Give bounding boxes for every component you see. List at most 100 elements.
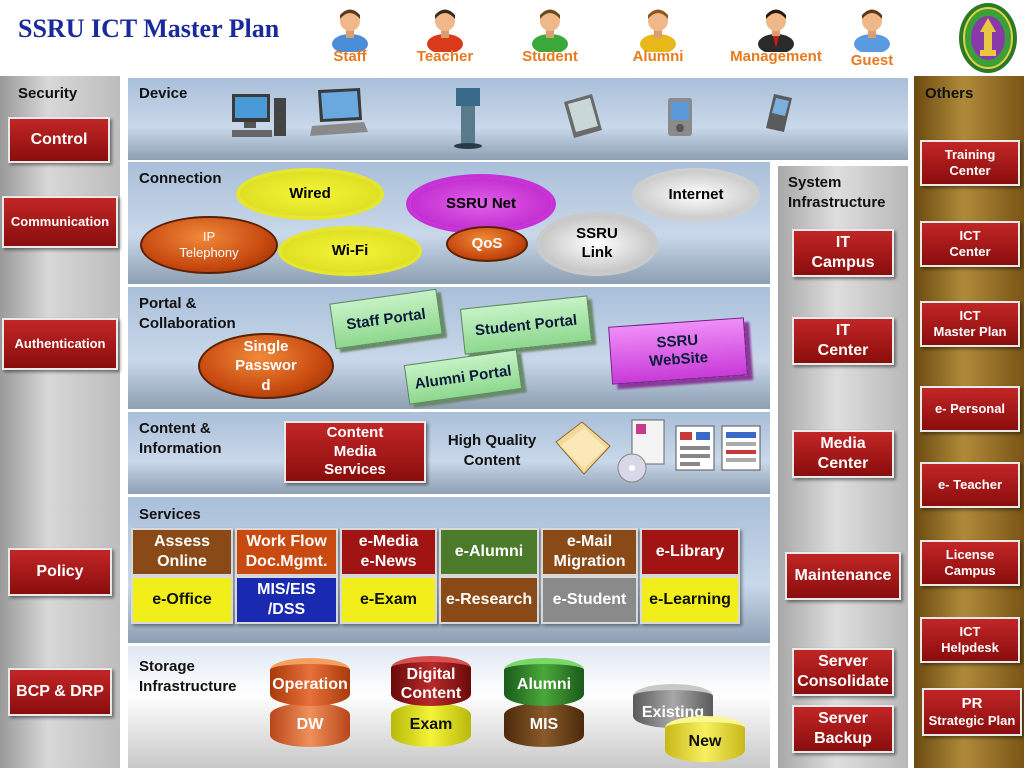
wired-cloud: Wired [240,172,380,216]
item-line: ICT [959,623,981,639]
role-staff: Staff [305,4,395,65]
item-line: Helpdesk [941,640,999,655]
service-line: Migration [553,553,626,570]
cms-line: Services [324,461,386,479]
service-line: /DSS [267,601,306,618]
cyl-line: Content [400,685,462,702]
folder-icon [555,421,611,475]
heading-line: Infrastructure [788,194,886,211]
tablet-icon [564,94,602,138]
alumni-storage: Alumni [504,658,584,706]
dw-storage: DW [270,703,350,747]
oval-line: Passwor [235,357,297,375]
role-alumni: Alumni [613,4,703,65]
heading-line: System [788,174,842,191]
pda-icon [668,98,692,136]
others-heading: Others [925,85,974,102]
service-tile: MIS/EIS/DSS [235,576,338,624]
university-logo [958,2,1018,74]
role-label: Guest [850,52,894,69]
qos-oval: QoS [446,226,528,262]
item-line: Strategic Plan [928,713,1016,729]
service-line: Online [157,553,207,570]
item-line: Consolidate [797,673,889,690]
item-line: Backup [814,730,872,747]
role-management: Management [723,4,829,65]
role-guest: Guest [827,4,917,69]
service-line: Doc.Mgmt. [245,553,328,570]
connection-label: Connection [139,170,222,187]
oval-line: Single [243,337,289,355]
mis-storage: MIS [504,703,584,747]
label-line: Collaboration [139,315,236,332]
cloud-line: SSRU [576,225,618,243]
internet-cloud: Internet [636,172,756,218]
staff-person-icon [332,9,368,52]
service-line: e-Alumni [454,543,524,560]
report-icon [675,425,715,471]
service-line: Work Flow [246,533,327,550]
hq-line: High Quality [447,432,537,449]
service-line: e-News [360,553,417,570]
service-tile: e-Alumni [439,528,539,576]
content-label: Content &Information [139,419,222,459]
item-line: IT [835,322,851,339]
operation-storage: Operation [270,658,350,706]
item-line: Server [818,653,868,670]
portal-label: Portal &Collaboration [139,294,236,334]
e-personal-item: e- Personal [920,386,1020,432]
service-line: e-Research [445,591,533,608]
management-person-icon [758,9,794,52]
service-line: e-Learning [649,591,731,608]
label-line: Content & [139,420,211,437]
oval-line: IP [202,229,216,245]
control-item: Control [8,117,110,163]
e-teacher-item: e- Teacher [920,462,1020,508]
policy-item: Policy [8,548,112,596]
student-person-icon [532,9,568,52]
exam-storage: Exam [391,703,471,747]
seal-icon [959,3,1017,73]
new-storage: New [665,716,745,762]
service-line: e-Library [655,543,725,560]
authentication-item: Authentication [2,318,118,370]
role-label: Staff [333,48,367,65]
role-label: Student [522,48,578,65]
label-line: Infrastructure [139,678,237,695]
service-tile: e-Student [541,576,638,624]
service-line: e-Exam [360,591,417,608]
service-tile: e-Research [439,576,539,624]
item-line: Center [817,455,869,472]
role-label: Alumni [632,48,684,65]
item-line: ICT [959,307,981,323]
role-label: Teacher [416,48,474,65]
item-line: Master Plan [933,324,1007,339]
security-column [0,76,120,768]
cyl-line: Digital [406,665,456,683]
it-center-item: IT Center [792,317,894,365]
label-line: Storage [139,658,195,675]
service-tile: e-Exam [340,576,437,624]
kiosk-icon [454,88,482,149]
item-line: Campus [811,254,875,271]
item-line: Center [817,342,869,359]
service-line: MIS/EIS [257,581,316,598]
alumni-person-icon [640,9,676,52]
laptop-icon [310,88,368,136]
item-line: Training [944,146,996,162]
